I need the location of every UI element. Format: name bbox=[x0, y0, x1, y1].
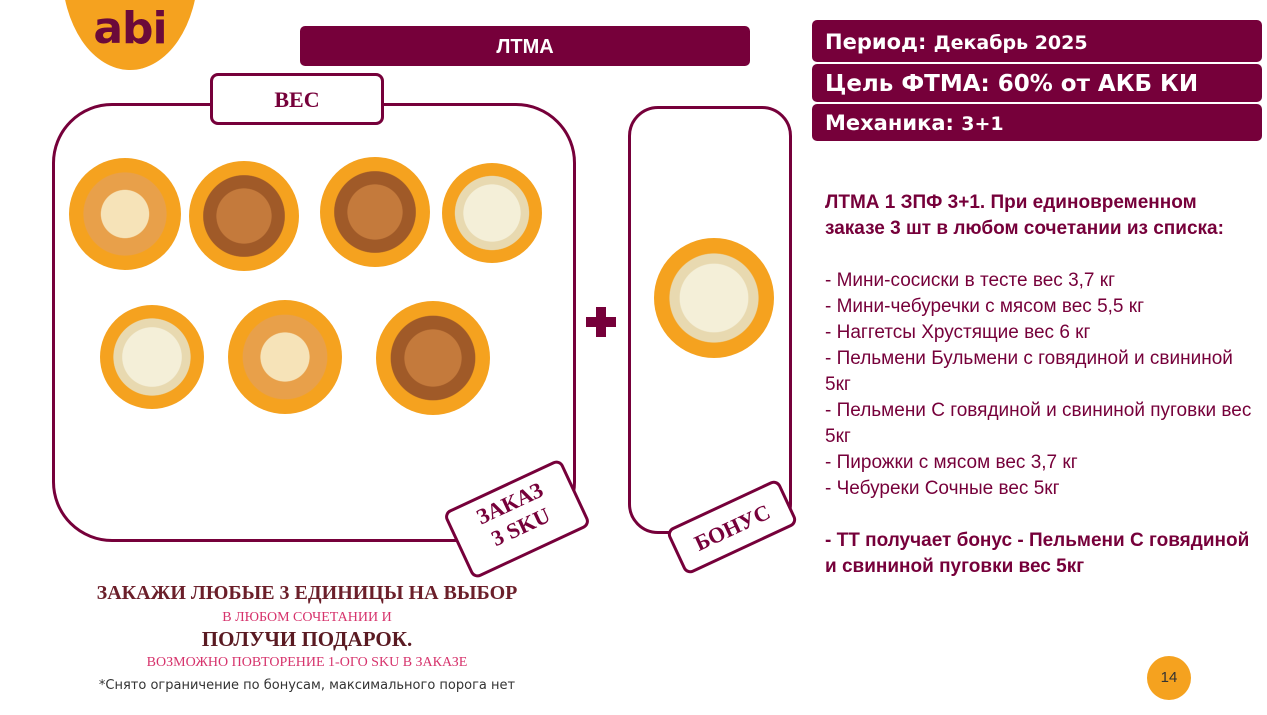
product-pugovki bbox=[100, 305, 204, 409]
product-chebureki bbox=[376, 301, 490, 415]
list-item: - Наггетсы Хрустящие вес 6 кг bbox=[825, 322, 1091, 343]
promo-description: ЛТМА 1 ЗПФ 3+1. При единовременном заказ… bbox=[825, 190, 1255, 580]
page-number: 14 bbox=[1147, 656, 1191, 700]
page-title: ЛТМА bbox=[300, 26, 750, 66]
bonus-product-pugovki bbox=[654, 238, 774, 358]
mechanics-bar: Механика: 3+1 bbox=[812, 104, 1262, 141]
goal-bar: Цель ФТМА: 60% от АКБ КИ bbox=[812, 64, 1262, 102]
abi-logo: abi bbox=[62, 0, 198, 70]
list-item: - Мини-чебуречки с мясом вес 5,5 кг bbox=[825, 296, 1145, 317]
promo-line-3: ПОЛУЧИ ПОДАРОК. bbox=[201, 627, 413, 651]
promo-line-4: ВОЗМОЖНО ПОВТОРЕНИЕ 1-ОГО SKU В ЗАКАЗЕ bbox=[146, 655, 468, 670]
product-nuggets bbox=[320, 157, 430, 267]
product-mini-chebureki bbox=[189, 161, 299, 271]
period-bar: Период: Декабрь 2025 bbox=[812, 20, 1262, 62]
plus-icon bbox=[586, 307, 616, 337]
list-item: - Пельмени Бульмени с говядиной и свинин… bbox=[825, 348, 1233, 395]
promo-line-2: В ЛЮБОМ СОЧЕТАНИИ И bbox=[222, 610, 392, 625]
list-item: - Мини-сосиски в тесте вес 3,7 кг bbox=[825, 270, 1116, 291]
list-item: - Пельмени С говядиной и свининой пуговк… bbox=[825, 400, 1252, 447]
promo-line-1: ЗАКАЖИ ЛЮБЫЕ 3 ЕДИНИЦЫ НА ВЫБОР bbox=[96, 582, 518, 604]
weight-label: ВЕС bbox=[210, 73, 384, 125]
footnote: *Снято ограничение по бонусам, максималь… bbox=[98, 678, 516, 693]
product-bulmeni bbox=[442, 163, 542, 263]
product-pirozhki bbox=[228, 300, 342, 414]
list-item: - Чебуреки Сочные вес 5кг bbox=[825, 478, 1060, 499]
list-item: - Пирожки с мясом вес 3,7 кг bbox=[825, 452, 1078, 473]
product-mini-sausages bbox=[69, 158, 181, 270]
